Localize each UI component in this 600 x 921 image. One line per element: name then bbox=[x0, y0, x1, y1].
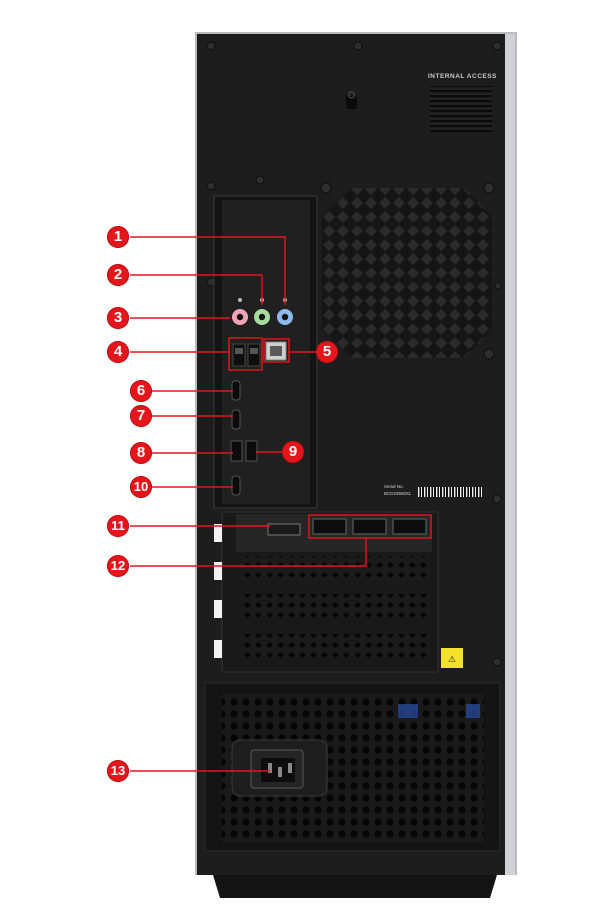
callout-2: 2 bbox=[107, 264, 129, 286]
callout-1: 1 bbox=[107, 226, 129, 248]
callout-5: 5 bbox=[316, 341, 338, 363]
callout-10: 10 bbox=[130, 476, 152, 498]
fan-grille bbox=[322, 188, 492, 358]
usb-c-and-usb3-ports bbox=[230, 380, 258, 496]
callout-6: 6 bbox=[130, 380, 152, 402]
callout-12: 12 bbox=[107, 555, 129, 577]
expansion-slots: ⚠ bbox=[214, 511, 463, 673]
callout-3: 3 bbox=[107, 307, 129, 329]
callout-9: 9 bbox=[282, 441, 304, 463]
leader-lines bbox=[130, 236, 367, 772]
callout-11: 11 bbox=[107, 515, 129, 537]
usb-and-lan-ports bbox=[232, 341, 287, 367]
internal-access-label: INTERNAL ACCESS bbox=[428, 73, 497, 80]
barcode-sticker bbox=[418, 487, 482, 497]
callout-7: 7 bbox=[130, 405, 152, 427]
audio-jacks bbox=[232, 298, 293, 325]
power-supply bbox=[204, 682, 501, 852]
svg-text:⚠: ⚠ bbox=[448, 655, 456, 665]
lock-slot bbox=[346, 91, 357, 109]
callout-13: 13 bbox=[107, 760, 129, 782]
callout-4: 4 bbox=[107, 341, 129, 363]
case-foot bbox=[213, 875, 497, 898]
serial-value: BCD23660XL bbox=[384, 491, 412, 496]
internal-access-vent bbox=[430, 86, 492, 132]
callout-8: 8 bbox=[130, 442, 152, 464]
serial-label: Serial No. bbox=[384, 484, 404, 489]
highlight-boxes bbox=[228, 337, 432, 539]
